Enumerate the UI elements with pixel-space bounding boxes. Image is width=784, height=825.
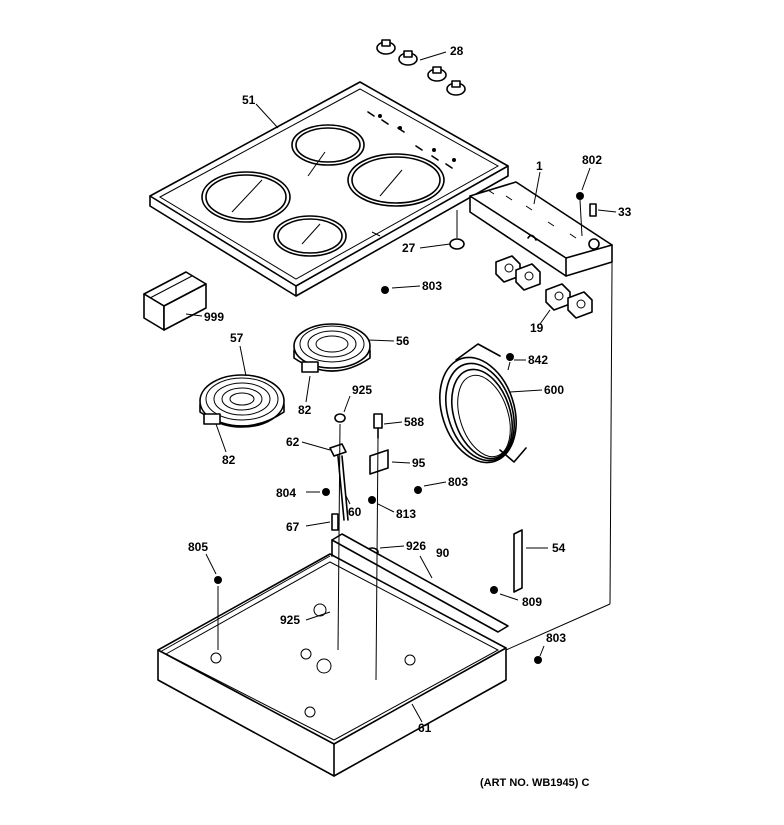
callout-leaders: [185, 51, 617, 723]
art-number: (ART NO. WB1945) C: [480, 777, 589, 789]
screw-805: [214, 576, 222, 584]
callout-82: 82: [298, 403, 312, 417]
part-588: [373, 413, 383, 439]
control-knobs: [376, 39, 466, 96]
rod-60: [337, 455, 349, 521]
callout-925: 925: [280, 613, 300, 627]
callout-labels: 28 51 1 802 33 27 803 999 19 57 56 842 6…: [188, 44, 632, 735]
callout-803: 803: [448, 475, 468, 489]
callout-1: 1: [536, 159, 543, 173]
callout-842: 842: [528, 353, 548, 367]
callout-804: 804: [276, 486, 296, 500]
knob: [398, 50, 418, 66]
knob: [376, 39, 396, 55]
grommet-27: [449, 238, 465, 250]
part-33: [589, 203, 597, 217]
screw-804: [322, 488, 330, 496]
callout-805: 805: [188, 540, 208, 554]
callout-802: 802: [582, 153, 602, 167]
surface-unit-small: [293, 323, 371, 373]
callout-61: 61: [418, 721, 432, 735]
callout-803: 803: [546, 631, 566, 645]
switch: [567, 291, 593, 319]
switch: [515, 263, 541, 291]
clip-62: [329, 443, 347, 457]
knob: [427, 66, 447, 82]
parts-box: [143, 271, 207, 331]
screw-802: [576, 192, 584, 200]
bracket-95: [369, 449, 389, 475]
part-925a: [334, 413, 346, 423]
callout-82: 82: [222, 453, 236, 467]
callout-19: 19: [530, 321, 544, 335]
callout-56: 56: [396, 334, 410, 348]
screw-803b: [414, 486, 422, 494]
callout-600: 600: [544, 383, 564, 397]
callout-925: 925: [352, 383, 372, 397]
callout-999: 999: [204, 310, 224, 324]
callout-27: 27: [402, 241, 416, 255]
wire-harness: [439, 343, 527, 464]
control-panel-bracket: [469, 181, 613, 277]
callout-588: 588: [404, 415, 424, 429]
callout-28: 28: [450, 44, 464, 58]
screw-842: [506, 353, 514, 361]
screw-803c: [534, 656, 542, 664]
assembly-lines: [217, 199, 613, 681]
surface-unit-large: [199, 374, 285, 428]
callout-95: 95: [412, 456, 426, 470]
cooktop-glass: [149, 81, 509, 297]
infinite-switches: [495, 255, 593, 319]
knob: [446, 80, 466, 96]
callout-809: 809: [522, 595, 542, 609]
switch: [545, 283, 571, 311]
callout-57: 57: [230, 331, 244, 345]
bottom-pan: [157, 553, 507, 777]
callout-33: 33: [618, 205, 632, 219]
callout-813: 813: [396, 507, 416, 521]
screw-809: [490, 586, 498, 594]
callout-90: 90: [436, 546, 450, 560]
callout-51: 51: [242, 93, 256, 107]
callout-54: 54: [552, 541, 566, 555]
callout-62: 62: [286, 435, 300, 449]
bracket-54: [513, 529, 523, 593]
callout-926: 926: [406, 539, 426, 553]
part-67: [331, 513, 339, 531]
callout-60: 60: [348, 505, 362, 519]
callout-67: 67: [286, 520, 300, 534]
screw-813: [368, 496, 376, 504]
screw-803a: [381, 286, 389, 294]
callout-803: 803: [422, 279, 442, 293]
